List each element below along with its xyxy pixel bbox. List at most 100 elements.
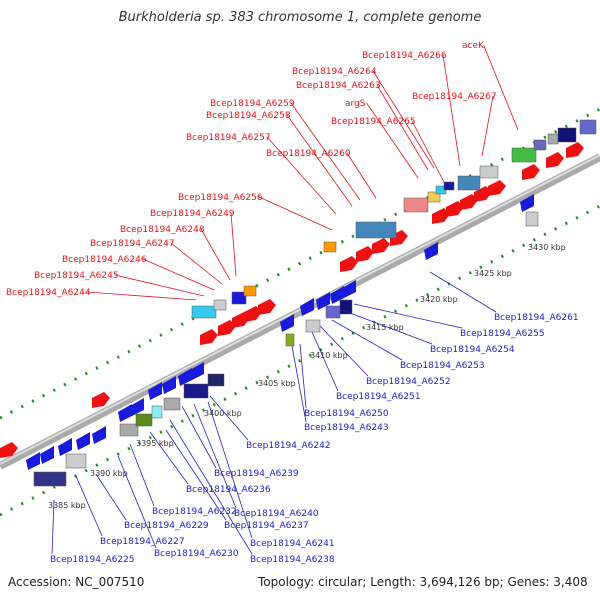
gene-feature-block <box>443 181 455 191</box>
forward-leader-line <box>290 102 361 201</box>
gene-feature-block <box>207 373 225 387</box>
forward-gene-arrow <box>356 246 374 262</box>
accession-text: Accession: NC_007510 <box>8 575 145 589</box>
reverse-leader-line <box>429 271 497 313</box>
reverse-leader-line <box>149 431 189 485</box>
forward-gene-arrow <box>522 164 540 180</box>
gene-feature-block <box>191 305 217 319</box>
genome-summary-text: Topology: circular; Length: 3,694,126 bp… <box>258 575 588 589</box>
reverse-gene-arrow <box>92 426 106 444</box>
forward-gene-arrow <box>372 238 390 254</box>
reverse-leader-line <box>193 403 237 509</box>
forward-gene-arrow <box>446 201 464 217</box>
scale-tick-label: 3395 kbp <box>136 439 174 448</box>
reverse-leader-line <box>311 331 339 392</box>
reverse-leader-line <box>75 475 103 537</box>
gene-feature-block <box>579 119 597 135</box>
scale-tick-label: 3410 kbp <box>310 351 348 360</box>
reverse-gene-arrow <box>148 382 162 400</box>
scale-tick-label: 3385 kbp <box>48 501 86 510</box>
gene-feature-block <box>231 291 247 305</box>
reverse-leader-line <box>165 429 227 521</box>
backbone-line <box>0 153 600 470</box>
forward-leader-line <box>230 212 237 277</box>
forward-leader-line <box>442 54 461 167</box>
reverse-leader-line <box>51 499 55 555</box>
reverse-leader-line <box>353 303 463 329</box>
page-title: Burkholderia sp. 383 chromosome 1, compl… <box>118 10 482 25</box>
reverse-gene-label: Bcep18194_A6255 <box>460 329 545 339</box>
forward-gene-label: aceK <box>462 41 485 51</box>
reverse-gene-label: Bcep18194_A6239 <box>214 469 299 479</box>
reverse-gene-label: Bcep18194_A6229 <box>124 521 209 531</box>
forward-gene-label: Bcep18194_A6256 <box>178 193 263 203</box>
reverse-leader-line <box>319 325 369 377</box>
forward-leader-line <box>258 196 333 231</box>
gene-feature-block <box>525 211 539 227</box>
reverse-gene-label: Bcep18194_A6241 <box>250 539 335 549</box>
reverse-gene-arrow <box>40 446 54 464</box>
forward-leader-line <box>481 95 494 157</box>
gene-feature-block <box>557 127 577 143</box>
dotted-axis-line-lower <box>0 204 600 517</box>
gene-feature-block <box>427 191 441 203</box>
reverse-leader-line <box>181 405 217 469</box>
forward-leader-line <box>372 70 435 169</box>
gene-feature-block <box>323 241 337 253</box>
scale-tick-label: 3430 kbp <box>528 243 566 252</box>
reverse-leader-line <box>341 309 433 345</box>
forward-leader-line <box>200 228 231 281</box>
reverse-gene-label: Bcep18194_A6242 <box>246 441 331 451</box>
reverse-gene-label: Bcep18194_A6225 <box>50 555 135 565</box>
forward-gene-arrow <box>488 180 506 196</box>
reverse-gene-arrow <box>520 194 534 212</box>
gene-feature-block <box>135 413 153 427</box>
reverse-gene-label: Bcep18194_A6232 <box>152 507 237 517</box>
gene-feature-block <box>119 423 139 437</box>
gene-feature-block <box>33 471 67 487</box>
forward-gene-label: Bcep18194_A6245 <box>34 271 119 281</box>
gene-feature-block <box>547 133 559 145</box>
forward-gene-label: Bcep18194_A6265 <box>331 117 416 127</box>
forward-gene-label: Bcep18194_A6246 <box>62 255 147 265</box>
forward-gene-label: Bcep18194_A6260 <box>266 149 351 159</box>
reverse-gene-label: Bcep18194_A6243 <box>304 423 389 433</box>
forward-gene-arrow <box>460 194 478 210</box>
forward-gene-arrow <box>546 152 564 168</box>
reverse-leader-line <box>95 473 127 521</box>
gene-feature-block <box>325 305 341 319</box>
forward-gene-arrow <box>432 208 450 224</box>
reverse-gene-arrow <box>316 292 330 310</box>
reverse-gene-arrow <box>162 376 176 394</box>
reverse-leader-line <box>117 455 157 549</box>
gene-feature-block <box>213 299 227 311</box>
forward-gene-label: Bcep18194_A6249 <box>150 209 235 219</box>
forward-gene-label: Bcep18194_A6263 <box>296 81 381 91</box>
forward-leader-line <box>366 102 419 179</box>
reverse-gene-arrow <box>130 398 144 416</box>
reverse-gene-arrow <box>342 280 356 298</box>
forward-gene-label: Bcep18194_A6264 <box>292 67 377 77</box>
reverse-gene-label: Bcep18194_A6251 <box>336 392 421 402</box>
reverse-gene-label: Bcep18194_A6237 <box>224 521 309 531</box>
reverse-gene-arrow <box>118 404 132 422</box>
scale-tick-label: 3390 kbp <box>90 469 128 478</box>
forward-gene-label: Bcep18194_A6248 <box>120 225 205 235</box>
reverse-gene-label: Bcep18194_A6253 <box>400 361 485 371</box>
forward-gene-label: Bcep18194_A6244 <box>6 288 91 298</box>
reverse-gene-label: Bcep18194_A6238 <box>250 555 335 565</box>
forward-leader-line <box>170 242 223 285</box>
forward-leader-line <box>266 136 337 215</box>
reverse-gene-arrow <box>58 438 72 456</box>
forward-gene-label: Bcep18194_A6259 <box>210 99 295 109</box>
reverse-gene-label: Bcep18194_A6230 <box>154 549 239 559</box>
reverse-gene-arrow <box>330 286 344 304</box>
reverse-gene-label: Bcep18194_A6227 <box>100 537 185 547</box>
backbone-highlight <box>0 154 600 465</box>
forward-leader-line <box>411 120 445 183</box>
reverse-gene-arrow <box>76 432 90 450</box>
scale-tick-label: 3405 kbp <box>258 379 296 388</box>
reverse-gene-arrow <box>26 452 40 470</box>
reverse-leader-line <box>331 319 403 361</box>
